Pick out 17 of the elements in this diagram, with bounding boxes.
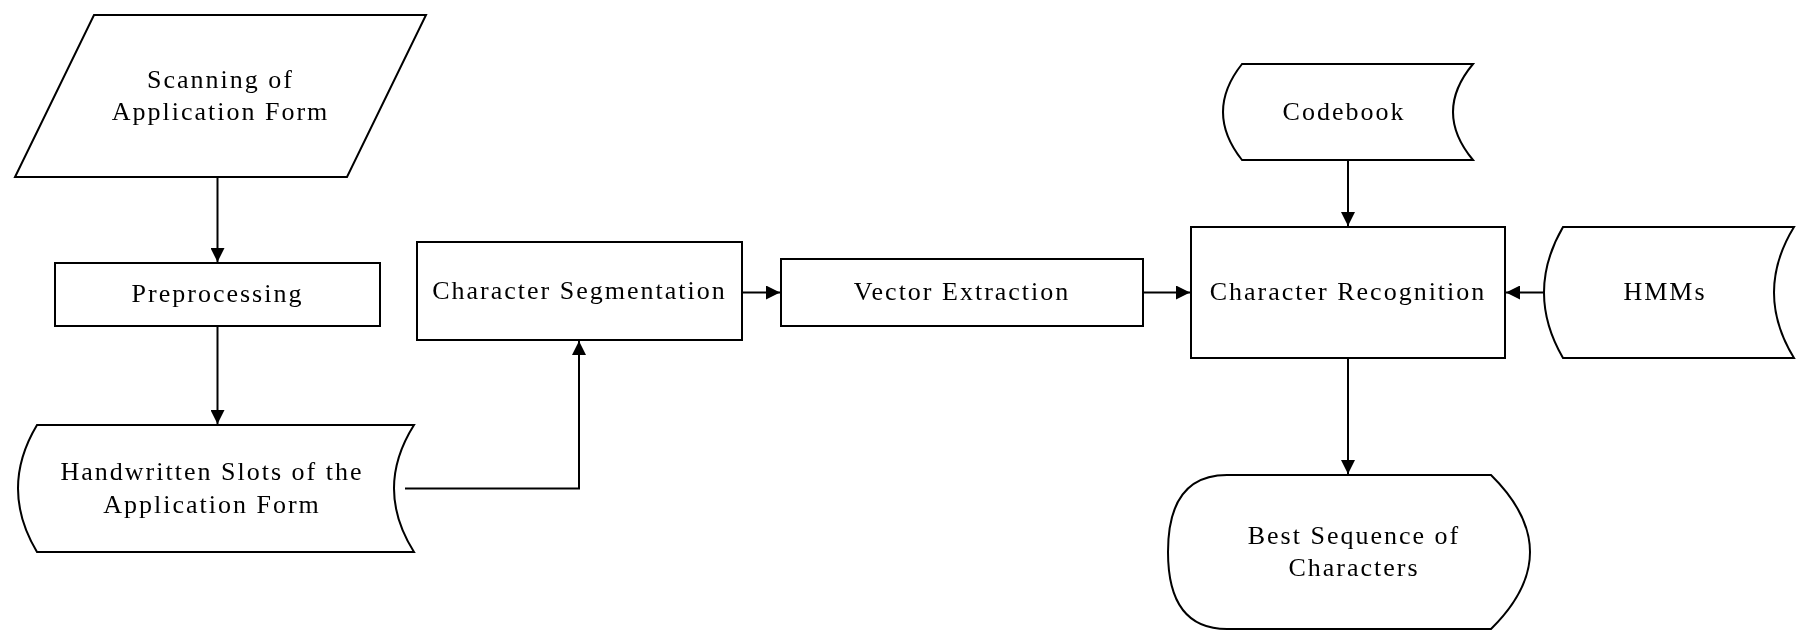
node-label: HMMs	[1623, 276, 1707, 309]
arrow	[210, 177, 225, 263]
node-label: Codebook	[1282, 95, 1406, 128]
arrow	[1341, 160, 1355, 227]
arrow	[404, 340, 586, 490]
arrow	[210, 326, 225, 425]
node-label: Character Segmentation	[432, 274, 727, 307]
node-label: Best Sequence of Characters	[1246, 519, 1462, 584]
arrow	[1143, 285, 1191, 300]
arrow	[1505, 285, 1544, 300]
node-label: Character Recognition	[1209, 276, 1487, 309]
node-label: Preprocessing	[131, 278, 304, 311]
node-label: Vector Extraction	[853, 276, 1071, 309]
node-label: Scanning of Application Form	[110, 63, 331, 128]
node-label: Handwritten Slots of the Application Form	[59, 456, 365, 521]
arrow	[1341, 358, 1355, 475]
arrow	[742, 285, 781, 300]
